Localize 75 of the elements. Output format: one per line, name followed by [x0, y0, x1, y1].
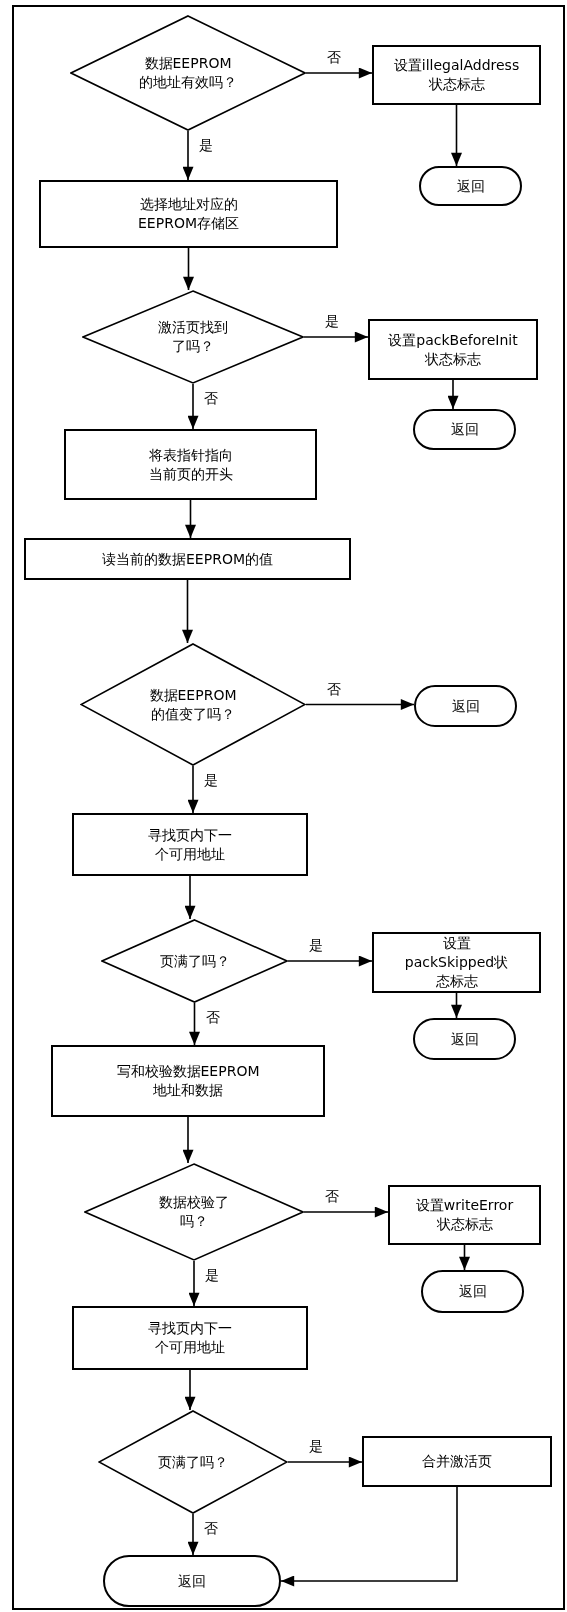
- decision-diamond: [82, 290, 304, 384]
- diamond-label: 数据校验了吗？: [158, 1193, 230, 1231]
- edge-label: 是: [324, 313, 340, 329]
- edge-label: 是: [308, 937, 324, 953]
- box-label: 将表指针指向当前页的开头: [147, 445, 234, 484]
- arrow: [184, 875, 196, 920]
- terminal-label: 返回: [455, 176, 486, 196]
- arrow: [305, 67, 373, 79]
- arrow: [182, 1116, 194, 1164]
- arrow: [303, 1206, 389, 1218]
- process-box: [24, 538, 351, 580]
- arrow: [305, 699, 415, 710]
- box-label: 设置writeError状态标志: [414, 1196, 515, 1234]
- decision-diamond: [98, 1410, 288, 1514]
- box-label: 读当前的数据EEPROM的值: [101, 549, 274, 569]
- edge-label: 否: [324, 1188, 340, 1204]
- edge-label: 否: [326, 49, 342, 65]
- arrow: [187, 383, 199, 430]
- box-label: 寻找页内下一个可用地址: [147, 825, 233, 864]
- terminal-label: 返回: [457, 1282, 488, 1301]
- terminal-label: 返回: [450, 696, 481, 716]
- process-box: [64, 429, 317, 500]
- process-box: [388, 1185, 541, 1245]
- terminal-label: 返回: [177, 1571, 207, 1591]
- box-label: 设置illegalAddress状态标志: [392, 56, 521, 94]
- terminal-label: 返回: [449, 1029, 480, 1049]
- arrow: [451, 992, 462, 1019]
- box-label: 合并激活页: [421, 1452, 493, 1471]
- arrow: [187, 1513, 199, 1556]
- process-box: [362, 1436, 552, 1487]
- arrow: [447, 379, 459, 410]
- arrow: [182, 579, 193, 644]
- process-box: [39, 180, 338, 248]
- edge-label: 否: [326, 680, 342, 697]
- process-box: [72, 1306, 308, 1370]
- arrow: [280, 1486, 458, 1587]
- arrow: [183, 247, 194, 291]
- edge-label: 是: [198, 137, 214, 153]
- arrow: [303, 331, 369, 343]
- box-label: 设置packBeforeInit状态标志: [388, 330, 518, 369]
- process-box: [368, 319, 538, 380]
- arrow: [182, 130, 194, 181]
- edge-label: 否: [203, 390, 219, 406]
- decision-diamond: [101, 919, 288, 1003]
- decision-diamond: [70, 15, 306, 131]
- edge-label: 否: [204, 1009, 221, 1025]
- diamond-label: 页满了吗？: [157, 1452, 229, 1472]
- arrow: [185, 499, 196, 539]
- arrow: [459, 1244, 470, 1271]
- process-box: [72, 813, 308, 876]
- box-label: 选择地址对应的EEPROM存储区: [137, 195, 240, 233]
- process-box: [372, 45, 541, 105]
- box-label: 写和校验数据EEPROM地址和数据: [115, 1062, 261, 1100]
- decision-diamond: [84, 1163, 304, 1261]
- box-label: 设置packSkipped状态标志: [403, 934, 510, 991]
- edge-label: 是: [308, 1438, 324, 1454]
- arrow: [287, 955, 373, 967]
- arrow: [189, 1002, 200, 1046]
- edge-label: 否: [203, 1520, 219, 1536]
- terminal-label: 返回: [449, 420, 480, 439]
- diamond-label: 数据EEPROM的地址有效吗？: [138, 54, 238, 92]
- arrow: [287, 1456, 363, 1468]
- process-box: [51, 1045, 325, 1117]
- process-box: [372, 932, 541, 993]
- arrow: [451, 104, 462, 167]
- diamond-label: 数据EEPROM的值变了吗？: [148, 685, 238, 724]
- box-label: 寻找页内下一个可用地址: [147, 1319, 233, 1357]
- arrow: [184, 1369, 196, 1411]
- edge-label: 是: [203, 772, 219, 788]
- arrow: [187, 765, 199, 814]
- decision-diamond: [80, 643, 306, 766]
- edge-label: 是: [204, 1267, 220, 1283]
- diamond-label: 页满了吗？: [158, 951, 231, 971]
- arrow: [188, 1260, 200, 1307]
- diamond-label: 激活页找到了吗？: [157, 318, 229, 356]
